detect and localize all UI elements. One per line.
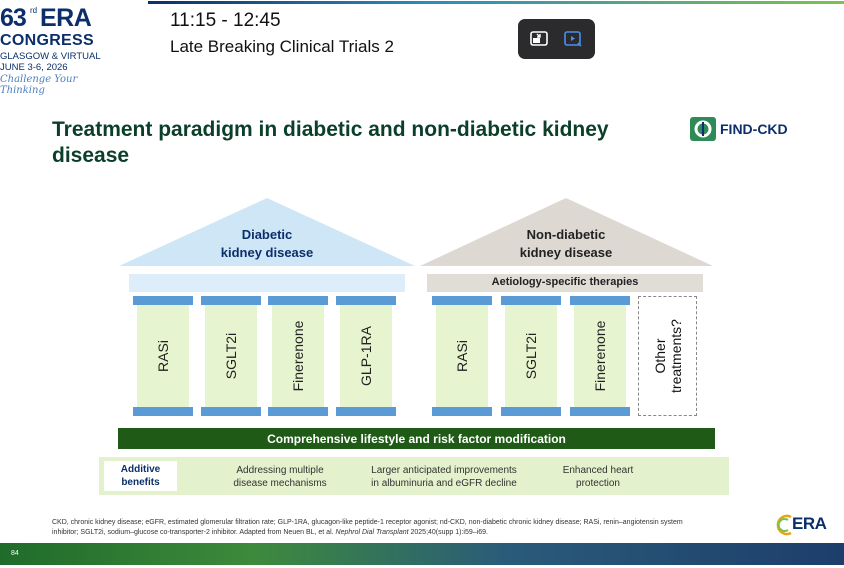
diabetic-roof-label-line2: kidney disease (220, 245, 314, 260)
logo-city: GLASGOW & VIRTUAL (0, 51, 101, 62)
pillar-label: GLP-1RA (358, 326, 374, 386)
session-time: 11:15 - 12:45 (170, 10, 281, 31)
benefits-row: Additive benefits Addressing multiple di… (99, 457, 729, 495)
era-logo-icon (776, 514, 792, 536)
pillar-label: RASi (155, 340, 171, 372)
player-controls (518, 19, 595, 59)
find-ckd-logo-icon (690, 117, 716, 141)
pillar-label: Finerenone (592, 320, 608, 392)
non-diabetic-roof-label-line1: Non-diabetic (526, 227, 606, 242)
pillar-rasi-nd: RASi (432, 296, 492, 416)
diabetic-roof-label: Diabetic kidney disease (167, 226, 367, 262)
diabetic-band (129, 274, 405, 292)
session-title: Late Breaking Clinical Trials 2 (170, 37, 394, 56)
diabetic-roof-label-line1: Diabetic (241, 227, 293, 242)
pillar-label: Finerenone (290, 320, 306, 392)
pillar-rasi: RASi (133, 296, 193, 416)
logo-number: 63 (0, 4, 27, 32)
pillar-label: SGLT2i (523, 332, 539, 380)
footnote: CKD, chronic kidney disease; eGFR, estim… (52, 518, 752, 538)
slide-title: Treatment paradigm in diabetic and non-d… (52, 118, 609, 167)
diabetic-roof (119, 198, 415, 266)
benefits-label: Additive benefits (104, 461, 177, 491)
video-icon[interactable] (563, 29, 583, 49)
benefit-item: Larger anticipated improvements in album… (371, 465, 517, 489)
foundation-label: Comprehensive lifestyle and risk factor … (267, 432, 566, 446)
aetiology-band-label: Aetiology-specific therapies (491, 276, 639, 288)
logo-date: JUNE 3-6, 2026 (0, 62, 68, 73)
non-diabetic-roof-label: Non-diabetic kidney disease (466, 226, 666, 262)
non-diabetic-roof-label-line2: kidney disease (519, 245, 613, 260)
brand-name: FIND-CKD (720, 121, 788, 137)
era-logo-text: ERA (792, 514, 827, 533)
benefit-item: Enhanced heart protection (562, 465, 634, 489)
pillar-sglt2i-nd: SGLT2i (501, 296, 561, 416)
logo-name: ERA (40, 4, 92, 32)
pillar-sglt2i: SGLT2i (201, 296, 261, 416)
pillar-label: RASi (454, 340, 470, 372)
logo-tagline: Challenge Your Thinking (0, 74, 78, 96)
pillar-glp1ra: GLP-1RA (336, 296, 396, 416)
pillar-finerenone: Finerenone (268, 296, 328, 416)
exit-pip-icon[interactable] (529, 29, 549, 49)
pillar-label: SGLT2i (223, 332, 239, 380)
footnote-line1: CKD, chronic kidney disease; eGFR, estim… (52, 519, 683, 526)
logo-ordinal: rd (30, 6, 38, 15)
pillar-other-treatments: Other treatments? (638, 296, 697, 416)
foundation-lifestyle: Comprehensive lifestyle and risk factor … (118, 428, 715, 449)
page-number: 84 (11, 550, 19, 557)
congress-logo: 63 rd ERA CONGRESS GLASGOW & VIRTUAL JUN… (0, 4, 110, 96)
session-divider (148, 1, 844, 4)
logo-congress: CONGRESS (0, 32, 94, 49)
slide-footer-bar: 84 (0, 543, 844, 565)
other-treatments-label: Other treatments? (651, 319, 684, 393)
pillar-finerenone-nd: Finerenone (570, 296, 630, 416)
benefit-item: Addressing multiple disease mechanisms (233, 465, 327, 489)
aetiology-band: Aetiology-specific therapies (427, 274, 703, 292)
footnote-line2: inhibitor; SGLT2i, sodium–glucose co-tra… (52, 529, 488, 536)
non-diabetic-roof (420, 198, 713, 266)
